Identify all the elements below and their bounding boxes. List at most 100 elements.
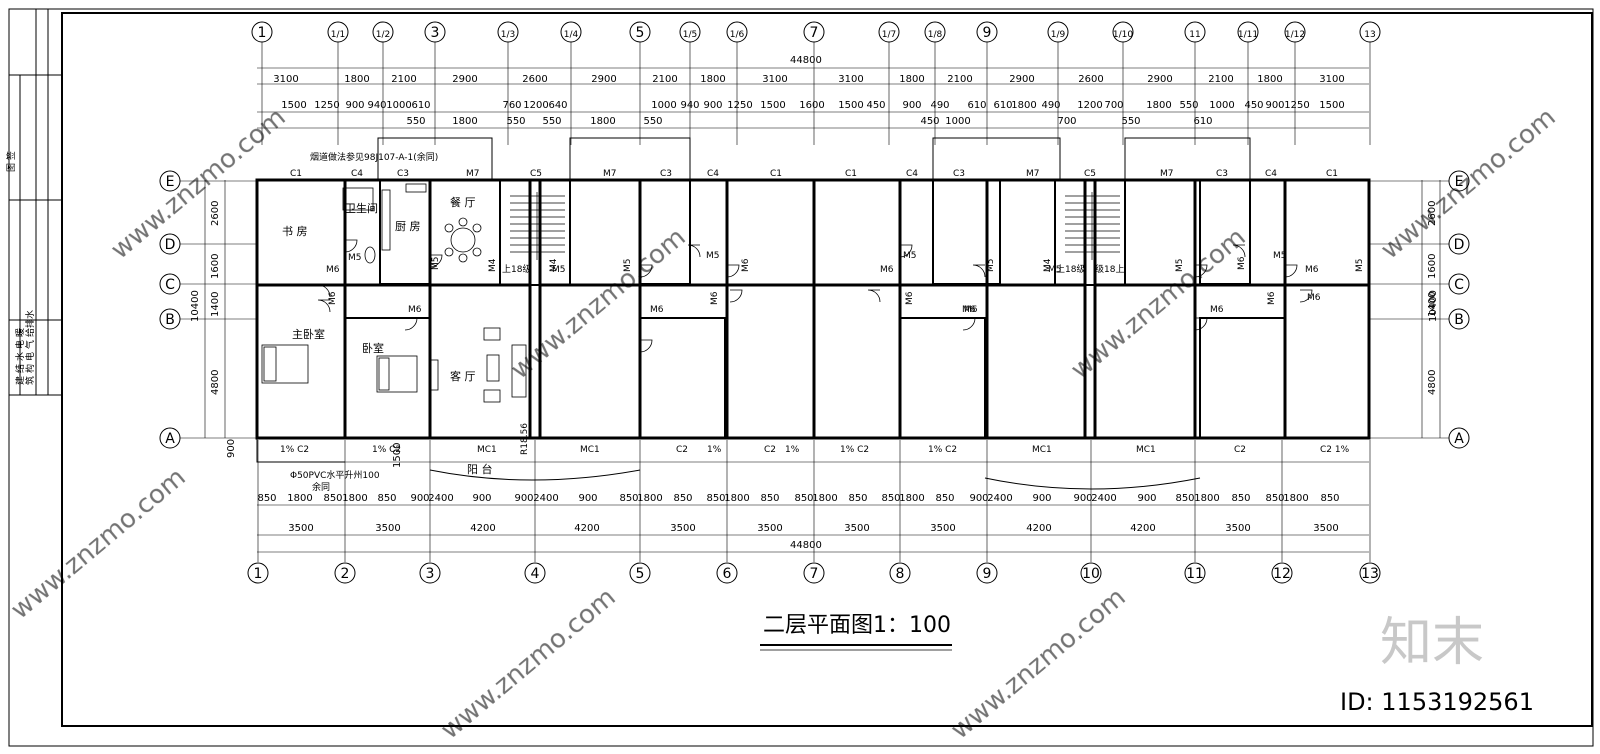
door-label-m6: M6 [650, 305, 664, 315]
window-label-top: C3 [660, 169, 672, 179]
watermark-layer: www.znzmo.com www.znzmo.com www.znzmo.co… [5, 102, 1561, 745]
dim-bottom-row1: 850 [619, 493, 638, 504]
window-label-bottom: C2 [764, 445, 776, 455]
axis-bubble-row-left-label: E [166, 174, 175, 190]
dim-top-row3: 1800 [590, 116, 615, 127]
strip-label-b: 给排水 [24, 310, 36, 337]
axis-bubble-row-left-label: D [165, 237, 176, 253]
dim-bottom-row1: 900 [1073, 493, 1092, 504]
door-swing [729, 289, 743, 303]
dim-bottom-row1: 850 [257, 493, 276, 504]
dim-bottom-row1: 850 [1231, 493, 1250, 504]
door-label-m6: M6 [408, 305, 422, 315]
dim-bottom-row1: 900 [410, 493, 429, 504]
window-label-top: C3 [1216, 169, 1228, 179]
door-swing [317, 284, 331, 298]
axis-bubble-bottom-label: 4 [531, 566, 540, 582]
dim-bottom-row1: 850 [881, 493, 900, 504]
dim-top-row1: 3100 [273, 74, 298, 85]
dim-left: 4800 [210, 370, 221, 395]
strip-label-a: 结 [14, 364, 26, 373]
dim-top-row2: 760 [502, 100, 521, 111]
dim-top-row2: 610 [993, 100, 1012, 111]
dim-right: 4800 [1427, 370, 1438, 395]
window-label-bottom: C2 [1234, 445, 1246, 455]
door-label-m6: M6 [880, 265, 894, 275]
dim-bottom-row1: 2400 [987, 493, 1012, 504]
dim-bottom-row1: 850 [323, 493, 342, 504]
axis-bubble-bottom-circle [247, 562, 269, 584]
small-dimension-mid: 1500 [392, 443, 403, 468]
drawing-frame [61, 12, 1593, 727]
window-label-top: C1 [1326, 169, 1338, 179]
dim-bottom-row1: 850 [935, 493, 954, 504]
dim-bottom-row1: 1800 [1283, 493, 1308, 504]
axis-bubble-bottom-label: 9 [983, 566, 992, 582]
axis-bubble-row-right-label: A [1454, 431, 1464, 447]
door-label-m6: M6 [962, 305, 976, 315]
dim-bottom-row1: 1800 [1194, 493, 1219, 504]
dim-bottom-row2: 3500 [1313, 523, 1338, 534]
door-label-m5: M5 [903, 251, 917, 261]
dim-top-row1: 2100 [947, 74, 972, 85]
side-dimension-right: 10400 [1428, 290, 1439, 322]
dim-top-row2: 1800 [1011, 100, 1036, 111]
strip-label-a: 暖 [14, 328, 26, 337]
window-label-top: C4 [1265, 169, 1277, 179]
axis-bubble-top-label: 1/6 [730, 30, 745, 40]
watermark-url-3: www.znzmo.com [1065, 222, 1251, 385]
stair-label-left: 上18级 [502, 263, 531, 275]
door-label-m4: M4 [1043, 258, 1053, 272]
dim-bottom-row2: 3500 [930, 523, 955, 534]
dim-top-row2: 1800 [1146, 100, 1171, 111]
dim-bottom-row1: 900 [1137, 493, 1156, 504]
strip-label-a: 建 [14, 376, 26, 385]
door-label-top: M7 [1160, 169, 1174, 179]
window-label-top: C1 [770, 169, 782, 179]
axis-bubble-bottom-label: 12 [1273, 566, 1291, 582]
door-swing [1194, 264, 1208, 278]
dim-top-row3: 1800 [452, 116, 477, 127]
dim-bottom-row2: 4200 [574, 523, 599, 534]
window-label-bottom: 1% C2 [928, 445, 957, 455]
dim-bottom-row1: 900 [514, 493, 533, 504]
stair-label-right-b: 级18上 [1095, 263, 1124, 275]
axis-bubble-top-label: 13 [1364, 30, 1375, 40]
dim-top-row2: 940 [680, 100, 699, 111]
dim-bottom-row2: 3500 [757, 523, 782, 534]
dim-top-row1: 2900 [1009, 74, 1034, 85]
dim-top-row2: 640 [548, 100, 567, 111]
door-label-m6: M6 [964, 305, 978, 315]
window-label-bottom: MC1 [477, 445, 497, 455]
small-dimension-left: 900 [226, 439, 237, 458]
dim-top-row3: 550 [1121, 116, 1140, 127]
door-label-m6: M6 [1305, 265, 1319, 275]
door-swing [972, 264, 986, 278]
dim-top-row2: 1000 [386, 100, 411, 111]
dim-top-row2: 1250 [314, 100, 339, 111]
dim-bottom-row2: 3500 [375, 523, 400, 534]
axis-bubble-bottom-circle [1080, 562, 1102, 584]
dim-top-row3: 550 [506, 116, 525, 127]
dim-top-row1: 3100 [838, 74, 863, 85]
strip-label-top: 图 签 [5, 151, 17, 172]
axis-bubble-top-label: 1/2 [376, 30, 390, 40]
strip-label-b: 构 [24, 364, 36, 373]
dim-top-row1: 2900 [1147, 74, 1172, 85]
axis-bubble-top-label: 1/10 [1113, 30, 1133, 40]
axis-bubble-row-right-label: C [1454, 277, 1464, 293]
door-label-m5: M5 [1355, 259, 1365, 273]
dim-bottom-row1: 2400 [428, 493, 453, 504]
dim-bottom-row1: 850 [377, 493, 396, 504]
axis-bubble-top-label: 7 [810, 25, 819, 41]
dim-right: 1600 [1427, 254, 1438, 279]
axis-bubble-bottom-label: 6 [723, 566, 732, 582]
window-label-top: C5 [1084, 169, 1096, 179]
dim-bottom-row1: 1800 [724, 493, 749, 504]
axis-bubble-top-label: 9 [983, 25, 992, 41]
dim-top-row2: 1500 [281, 100, 306, 111]
dim-top-row2: 900 [703, 100, 722, 111]
window-label-top: C5 [530, 169, 542, 179]
